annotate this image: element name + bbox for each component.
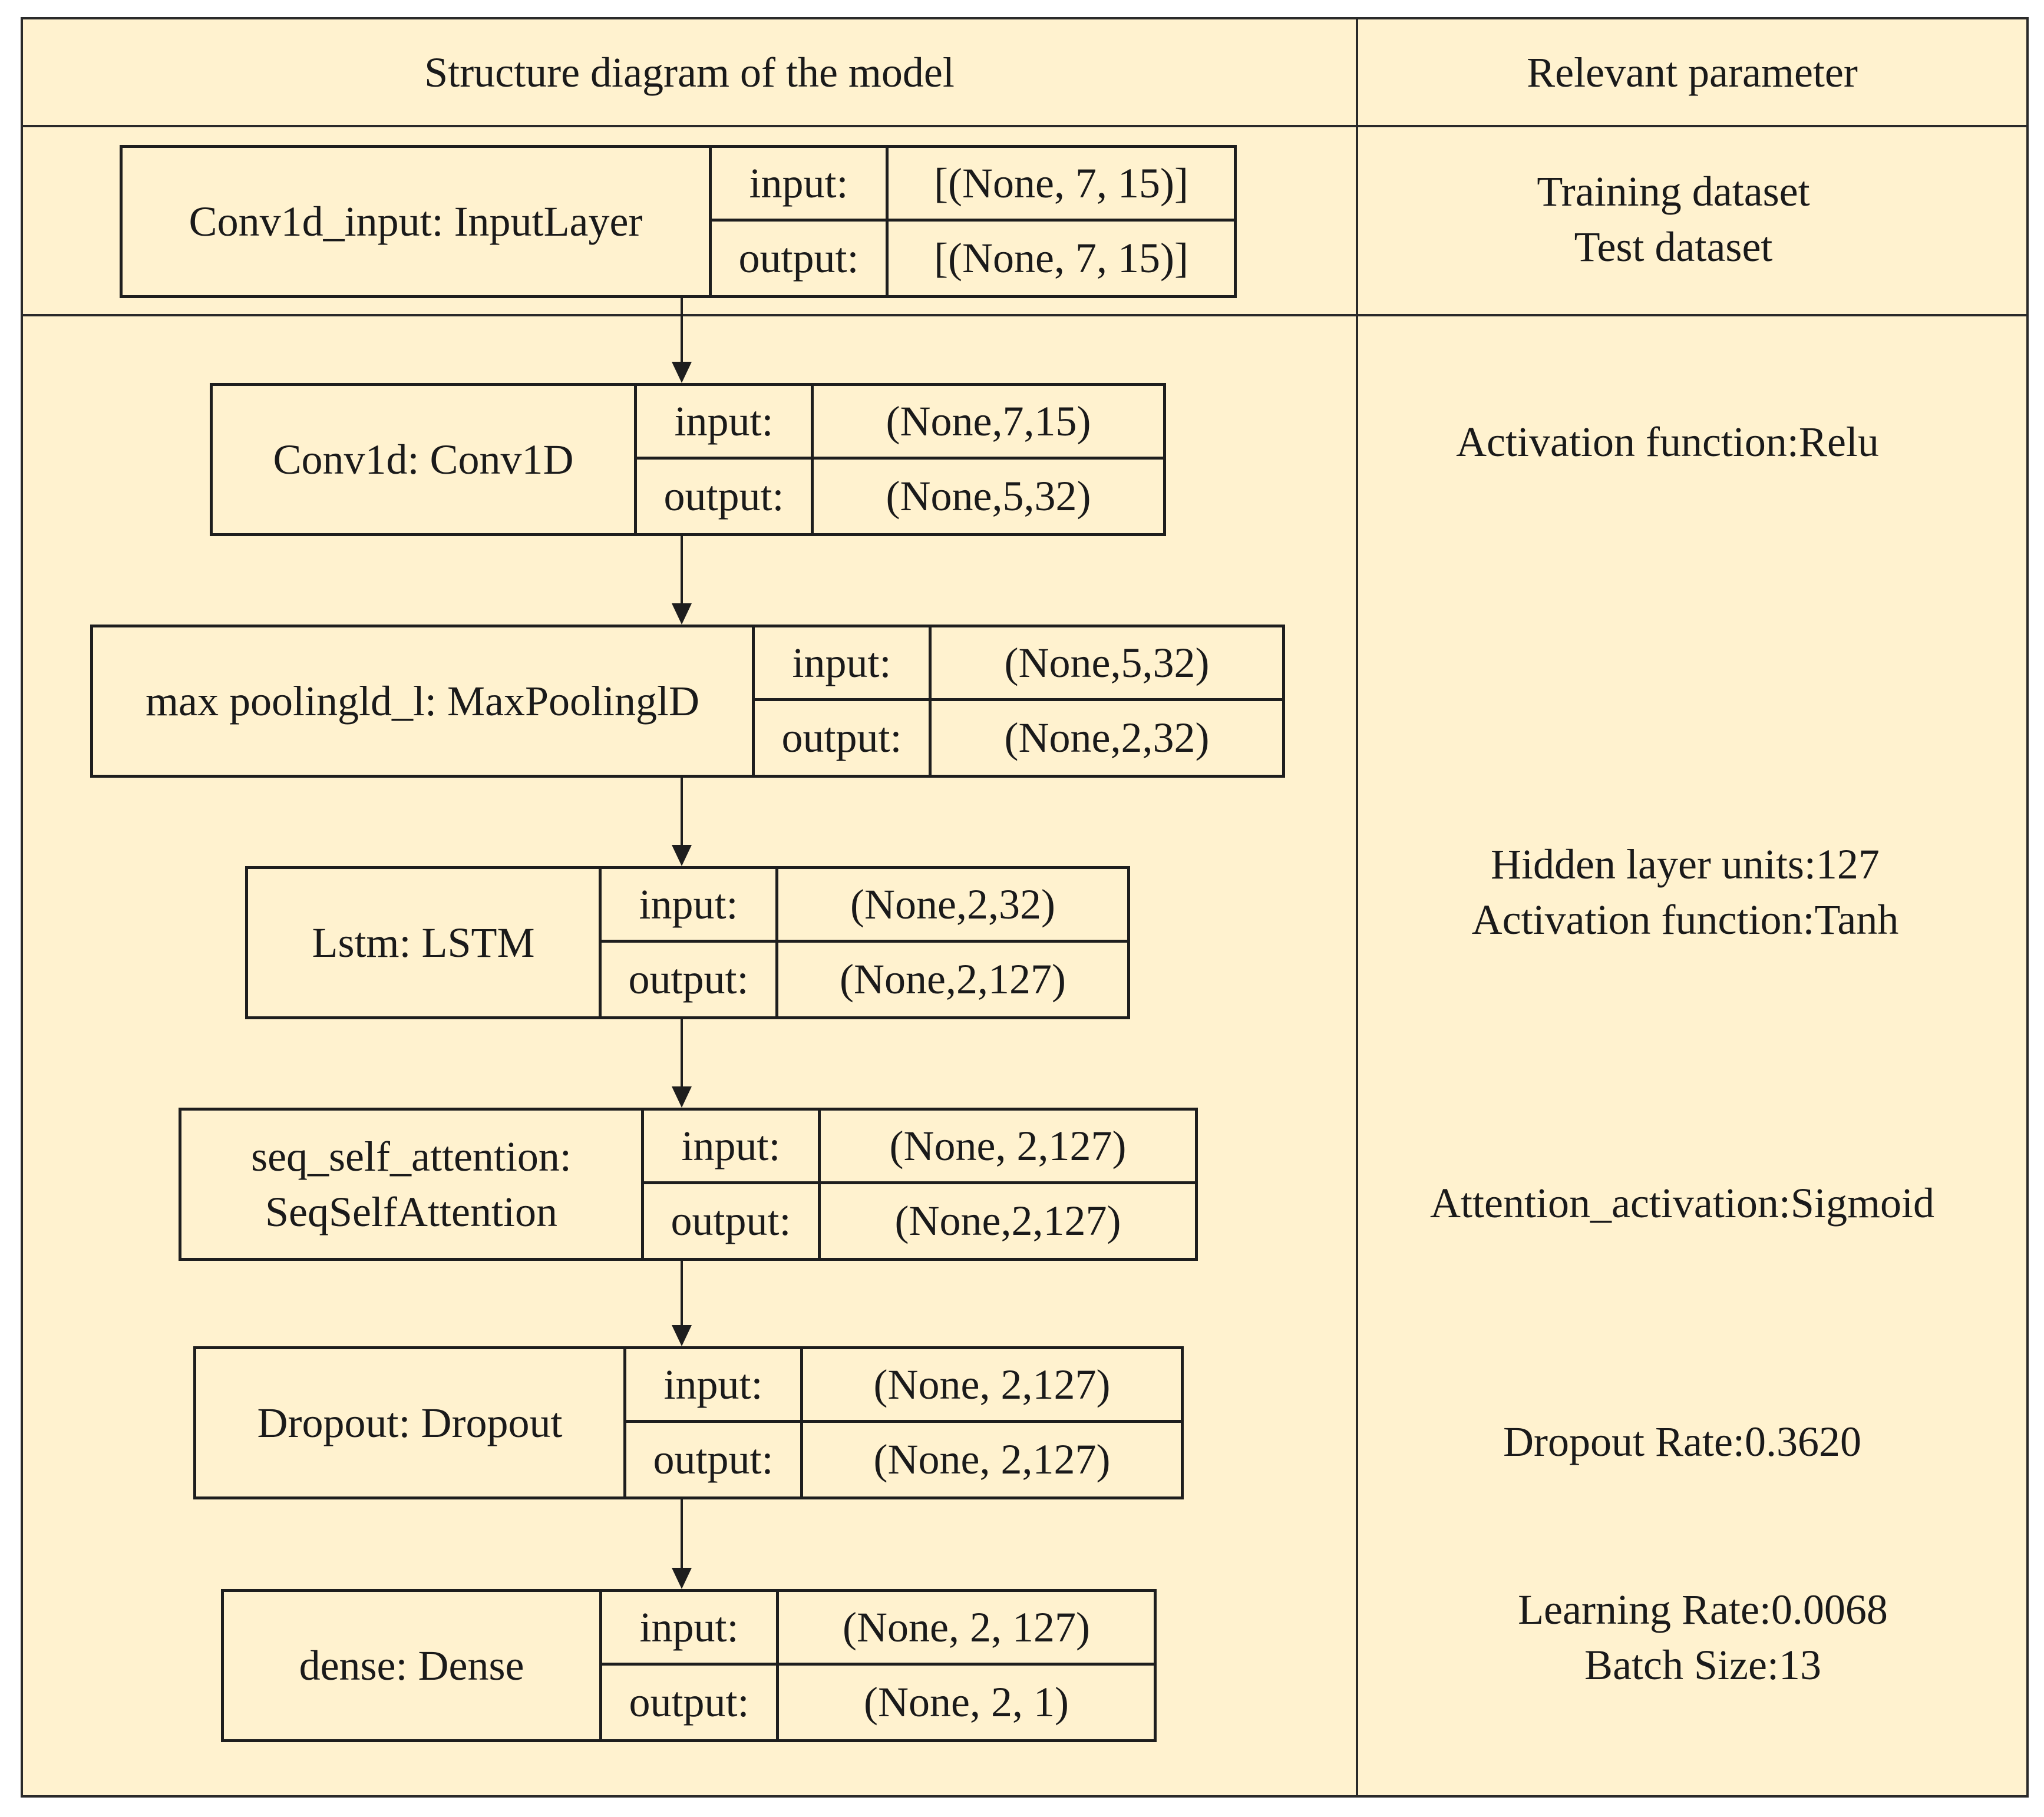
parameter-text: Attention_activation:Sigmoid — [1430, 1180, 1934, 1227]
input-shape: (None,2,32) — [778, 869, 1127, 943]
output-shape: (None, 2, 1) — [864, 1679, 1069, 1726]
input-label: input: — [712, 148, 889, 222]
output-shape: (None, 2,127) — [873, 1436, 1111, 1483]
input-label: input: — [644, 1111, 821, 1184]
layer-name: dense: Dense — [224, 1592, 602, 1739]
output-label: output: — [626, 1423, 803, 1496]
output-shape: (None,2,127) — [894, 1197, 1121, 1244]
output-label: output: — [644, 1184, 821, 1258]
arrow-down-icon — [672, 1325, 692, 1346]
input-shape: [(None, 7, 15)] — [889, 148, 1234, 222]
arrow-down-icon — [672, 362, 692, 383]
parameter-text: Activation function:Relu — [1456, 418, 1879, 465]
layer-name: Dropout: Dropout — [196, 1349, 626, 1496]
input-label: input: — [626, 1349, 803, 1423]
parameter-text: Learning Rate:0.0068 Batch Size:13 — [1518, 1586, 1888, 1689]
input-label: input: — [637, 386, 814, 460]
parameter-text: Hidden layer units:127 Activation functi… — [1471, 841, 1899, 943]
output-label: output: — [602, 943, 778, 1016]
output-shape: (None,2,32) — [1004, 714, 1210, 761]
input-label: input: — [602, 869, 778, 943]
connector-line — [681, 1261, 683, 1326]
connector-line — [681, 1019, 683, 1088]
output-label: output: — [602, 1666, 779, 1739]
arrow-down-icon — [672, 845, 692, 866]
structure-header: Structure diagram of the model — [424, 48, 955, 96]
layer-name: Conv1d: Conv1D — [213, 386, 637, 533]
output-label: output: — [755, 701, 932, 775]
arrow-down-icon — [672, 1568, 692, 1589]
input-section-divider — [21, 314, 2029, 316]
input-shape: (None,5,32) — [932, 627, 1282, 701]
input-shape: (None,7,15) — [814, 386, 1163, 460]
arrow-down-icon — [672, 1086, 692, 1108]
input-shape: (None, 2,127) — [803, 1349, 1181, 1423]
output-shape: [(None, 7, 15)] — [934, 234, 1188, 282]
output-label: output: — [637, 460, 814, 533]
layer-name: max poolingld_l: MaxPoolinglD — [93, 627, 755, 775]
column-divider — [1356, 17, 1358, 1798]
header-divider — [21, 125, 2029, 127]
layer-name: Conv1d_input: InputLayer — [123, 148, 712, 295]
output-shape: (None,5,32) — [886, 473, 1091, 520]
layer-name: Lstm: LSTM — [248, 869, 602, 1016]
output-label: output: — [712, 222, 889, 295]
connector-line — [681, 536, 683, 604]
connector-line — [681, 1499, 683, 1569]
input-shape: (None, 2,127) — [821, 1111, 1195, 1184]
parameter-header: Relevant parameter — [1527, 48, 1858, 96]
connector-line — [681, 778, 683, 846]
input-label: input: — [602, 1592, 779, 1666]
parameter-text: Dropout Rate:0.3620 — [1503, 1418, 1861, 1465]
output-shape: (None,2,127) — [840, 956, 1066, 1003]
connector-line — [681, 298, 683, 363]
input-label: input: — [755, 627, 932, 701]
parameter-text: Training dataset Test dataset — [1537, 168, 1810, 270]
arrow-down-icon — [672, 603, 692, 625]
layer-name: seq_self_attention: SeqSelfAttention — [181, 1111, 644, 1258]
input-shape: (None, 2, 127) — [779, 1592, 1154, 1666]
